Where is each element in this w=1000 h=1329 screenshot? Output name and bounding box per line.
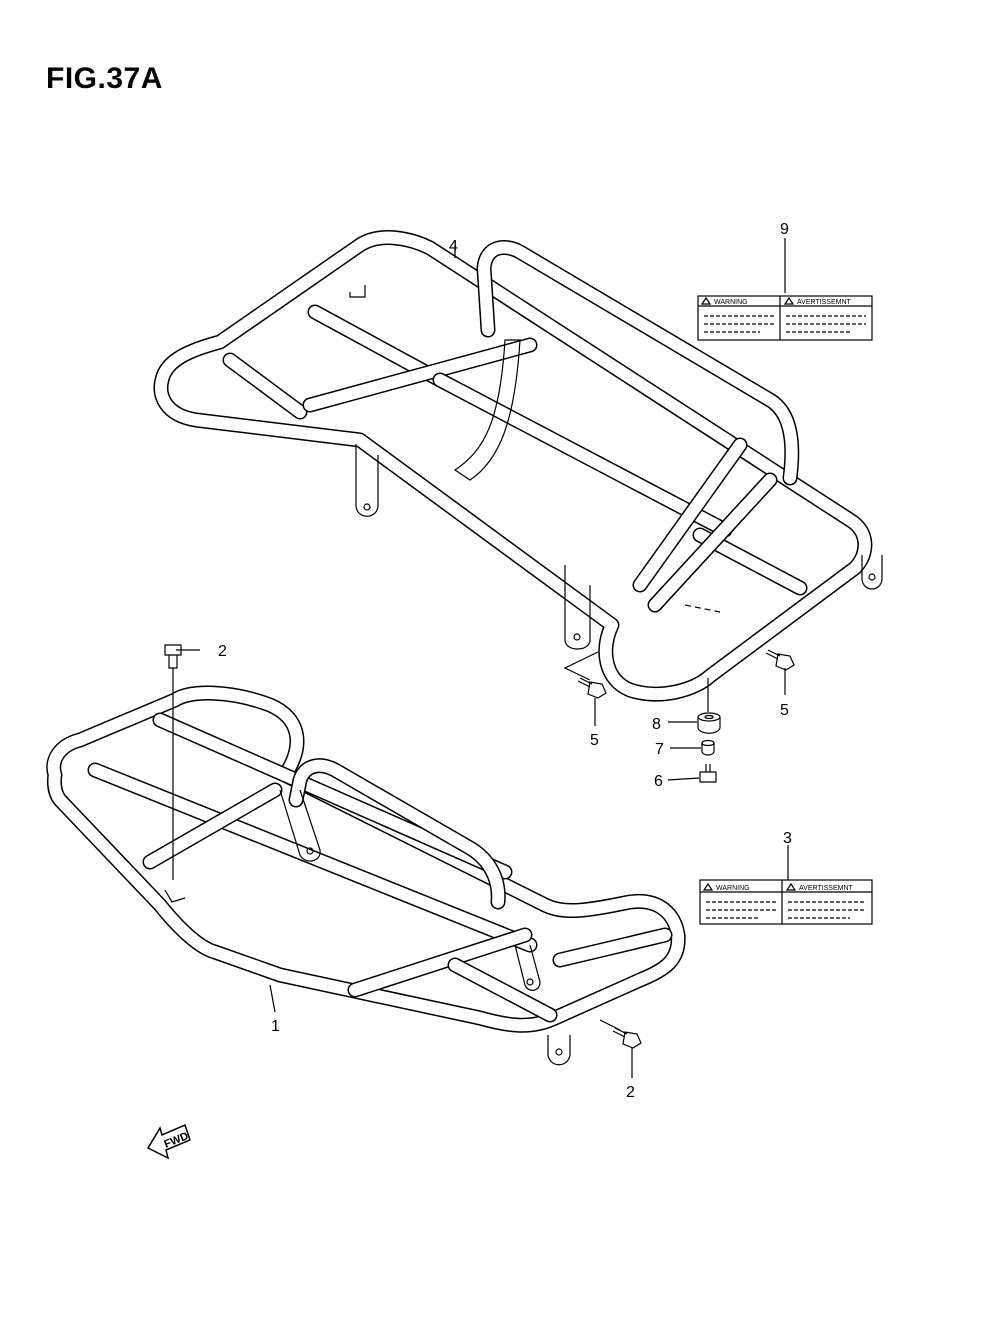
bolt-2-top[interactable] bbox=[164, 644, 182, 669]
callout-3: 3 bbox=[783, 830, 792, 847]
grommet-8[interactable] bbox=[697, 712, 721, 734]
callout-5-left: 5 bbox=[590, 732, 599, 749]
callout-7: 7 bbox=[655, 741, 664, 758]
fwd-arrow-icon: FWD bbox=[146, 1123, 191, 1160]
front-carrier[interactable] bbox=[46, 685, 686, 1066]
label-3-right-text: AVERTISSEMNT bbox=[799, 885, 854, 892]
bolt-2-bottom[interactable] bbox=[612, 1027, 642, 1049]
label-3-left-text: WARNING bbox=[716, 885, 750, 892]
callout-8: 8 bbox=[652, 716, 661, 733]
callout-4: 4 bbox=[449, 238, 458, 255]
warning-label-3[interactable]: WARNING AVERTISSEMNT bbox=[699, 879, 873, 925]
callout-1: 1 bbox=[271, 1018, 280, 1035]
bolt-6[interactable] bbox=[699, 764, 717, 783]
bolt-5-left[interactable] bbox=[577, 677, 607, 699]
rear-carrier[interactable] bbox=[153, 230, 883, 702]
callout-9: 9 bbox=[780, 221, 789, 238]
warning-label-9[interactable]: WARNING AVERTISSEMNT bbox=[697, 295, 873, 341]
callout-6: 6 bbox=[654, 773, 663, 790]
collar-7[interactable] bbox=[701, 739, 715, 756]
callout-5-right: 5 bbox=[780, 702, 789, 719]
callout-2-bottom: 2 bbox=[626, 1084, 635, 1101]
label-9-left-text: WARNING bbox=[714, 299, 748, 306]
label-9-right-text: AVERTISSEMNT bbox=[797, 299, 852, 306]
callout-2-top: 2 bbox=[218, 643, 227, 660]
figure-title: FIG.37A bbox=[46, 62, 163, 95]
front-hardware-leaders bbox=[172, 649, 789, 1078]
rear-hardware-leaders bbox=[454, 238, 786, 726]
leader-6 bbox=[667, 777, 700, 781]
bolt-5-right[interactable] bbox=[765, 649, 795, 671]
